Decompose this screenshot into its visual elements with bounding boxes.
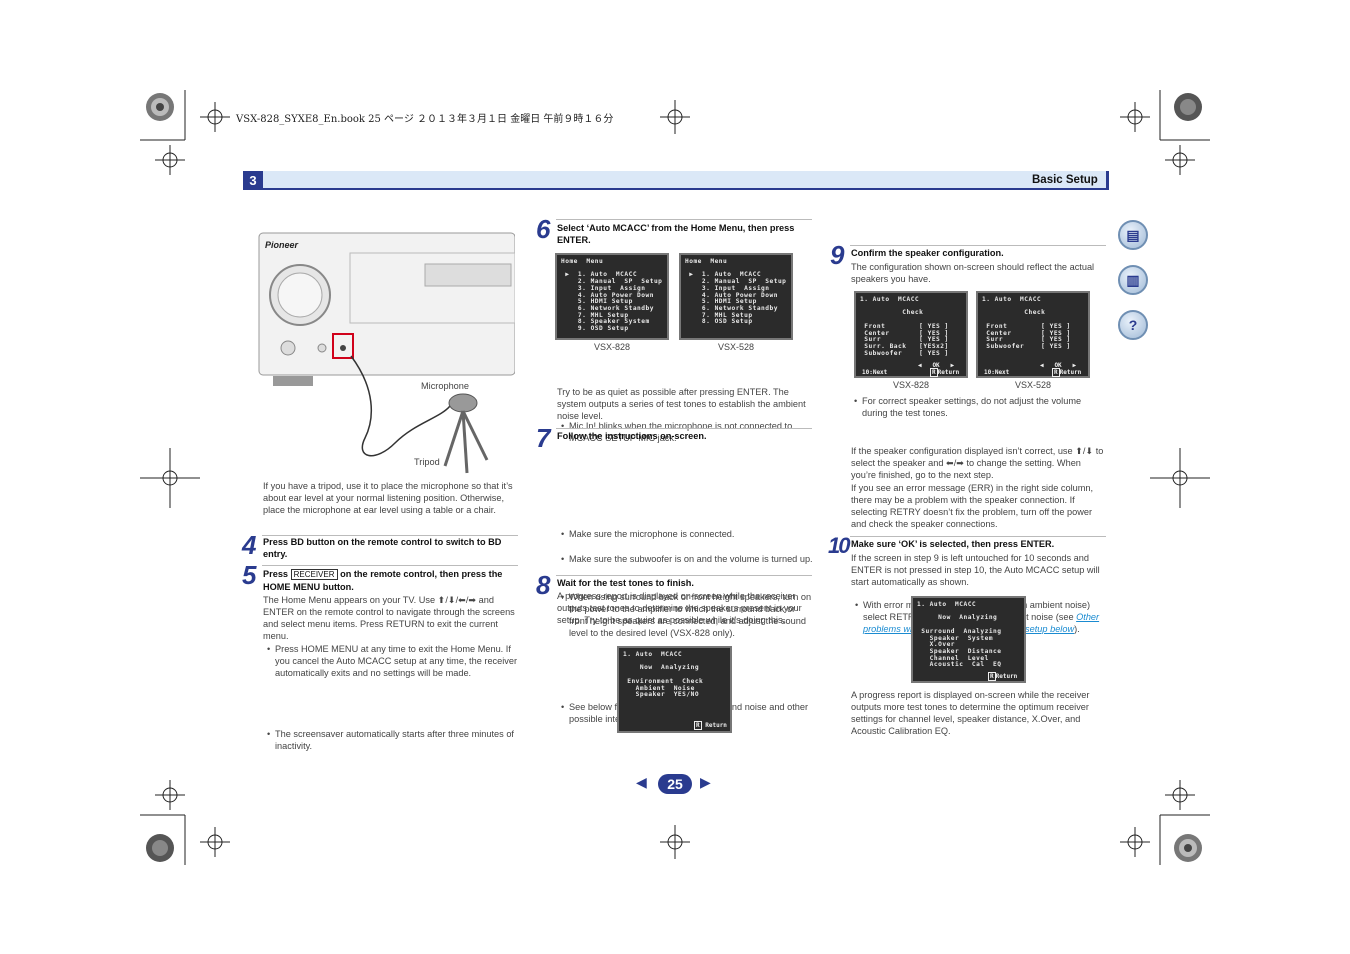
receiver-panel-icon[interactable]: ▥: [1118, 265, 1148, 295]
step10-return-text: Return: [995, 673, 1018, 680]
step9-bullet-post: ).: [1074, 624, 1080, 634]
receiver-illustration: [258, 232, 515, 474]
step4-rule: [262, 535, 518, 536]
brand-logo: Pioneer: [265, 240, 299, 250]
step10-after: A progress report is displayed on-screen…: [851, 690, 1090, 736]
prev-page-icon[interactable]: ◀: [636, 774, 647, 790]
step5-rule: [262, 565, 518, 566]
step6-body: Try to be as quiet as possible after pre…: [557, 387, 806, 421]
chapter-bar: [243, 171, 1109, 190]
step5-bullet-2: The screensaver automatically starts aft…: [265, 728, 519, 752]
osd-check-828: 1. Auto MCACC Check Front [ YES ] Center…: [854, 291, 968, 378]
step5-bullet-1: Press HOME MENU at any time to exit the …: [265, 643, 519, 679]
step7-rule: [556, 428, 812, 429]
step8-body: A progress report is displayed on-screen…: [557, 591, 802, 625]
osd-now-analyzing: 1. Auto MCACC Now Analyzing Environment …: [617, 646, 732, 733]
step10-number: 10: [828, 533, 851, 558]
osd-828-ok: ◀ OK ▶: [918, 362, 955, 369]
step9-return-528: Return: [1059, 369, 1082, 376]
return-key-icon: R: [988, 672, 996, 681]
step5-heading-post: on the remote control, then press the HO…: [263, 569, 503, 592]
step9-heading: Confirm the speaker configuration.: [851, 248, 1004, 258]
tripod-label: Tripod: [414, 457, 440, 467]
step10-rule: [850, 536, 1106, 537]
step8-return-text: Return: [705, 722, 727, 729]
step6-rule: [556, 219, 812, 220]
caption-vsx828: VSX-828: [593, 342, 631, 352]
osd-home-menu-528: Home Menu ▶ 1. Auto MCACC 2. Manual SP S…: [679, 253, 793, 340]
osd-home-menu-828: Home Menu ▶ 1. Auto MCACC 2. Manual SP S…: [555, 253, 669, 340]
below-link[interactable]: below: [1047, 624, 1075, 634]
step8-rule: [556, 575, 812, 576]
step6-heading: Select ‘Auto MCACC’ from the Home Menu, …: [557, 223, 795, 245]
manual-icon[interactable]: ▤: [1118, 220, 1148, 250]
chapter-title-bar: [1106, 171, 1109, 190]
step5-heading-pre: Press: [263, 569, 289, 579]
intro-paragraph: If you have a tripod, use it to place th…: [263, 481, 513, 515]
osd-528-ok: ◀ OK ▶: [1040, 362, 1077, 369]
step9-body: The configuration shown on-screen should…: [851, 262, 1095, 284]
step9-number: 9: [830, 240, 845, 270]
book-meta-line: VSX-828_SYXE8_En.book 25 ページ ２０１３年３月１日 金…: [236, 114, 614, 125]
step5-body: The Home Menu appears on your TV. Use ⬆/…: [263, 595, 515, 641]
step5-number: 5: [242, 560, 257, 590]
step6-bullet: Mic In! blinks when the microphone is no…: [559, 420, 813, 444]
step9-rule: [850, 245, 1106, 246]
return-key-icon: R: [930, 368, 938, 377]
step7-heading: Follow the instructions on-screen.: [557, 431, 707, 441]
osd-828-next: 10:Next: [862, 369, 888, 376]
step7-bullet-2: Make sure the subwoofer is on and the vo…: [559, 553, 813, 565]
osd-check-528: 1. Auto MCACC Check Front [ YES ] Center…: [976, 291, 1090, 378]
col3-bullet: For correct speaker settings, do not adj…: [852, 395, 1107, 419]
return-key-icon: R: [694, 721, 702, 730]
chapter-title: Basic Setup: [1032, 174, 1098, 186]
step6-number: 6: [536, 214, 551, 244]
chapter-number: 3: [243, 171, 263, 190]
caption-check-vsx528: VSX-528: [1014, 380, 1052, 390]
osd-return-label: R Return: [694, 721, 727, 730]
step9-para-1: If the speaker configuration displayed i…: [851, 446, 1104, 480]
step8-number: 8: [536, 570, 551, 600]
step7-bullet-1: Make sure the microphone is connected.: [559, 528, 813, 540]
step4-number: 4: [242, 530, 257, 560]
step5-heading: Press RECEIVER on the remote control, th…: [263, 568, 519, 593]
osd-surround-analyzing: 1. Auto MCACC Now Analyzing Surround Ana…: [911, 596, 1026, 683]
step8-heading: Wait for the test tones to finish.: [557, 578, 694, 588]
step9-para-2: If you see an error message (ERR) in the…: [851, 483, 1094, 529]
osd-528-next: 10:Next: [984, 369, 1010, 376]
step7-bullet-3: When using surround back or front height…: [559, 591, 813, 639]
receiver-button-glyph: RECEIVER: [290, 569, 338, 580]
microphone-label: Microphone: [421, 381, 470, 391]
caption-vsx528: VSX-528: [717, 342, 755, 352]
step10-heading: Make sure ‘OK’ is selected, then press E…: [851, 539, 1055, 549]
step7-number: 7: [536, 423, 551, 453]
page-number: 25: [658, 774, 692, 794]
faq-icon[interactable]: ?: [1118, 310, 1148, 340]
next-page-icon[interactable]: ▶: [700, 774, 711, 790]
step4-heading: Press BD button on the remote control to…: [263, 537, 502, 559]
caption-check-vsx828: VSX-828: [892, 380, 930, 390]
return-key-icon: R: [1052, 368, 1060, 377]
step9-return-828: Return: [937, 369, 960, 376]
step10-body: If the screen in step 9 is left untouche…: [851, 553, 1100, 587]
